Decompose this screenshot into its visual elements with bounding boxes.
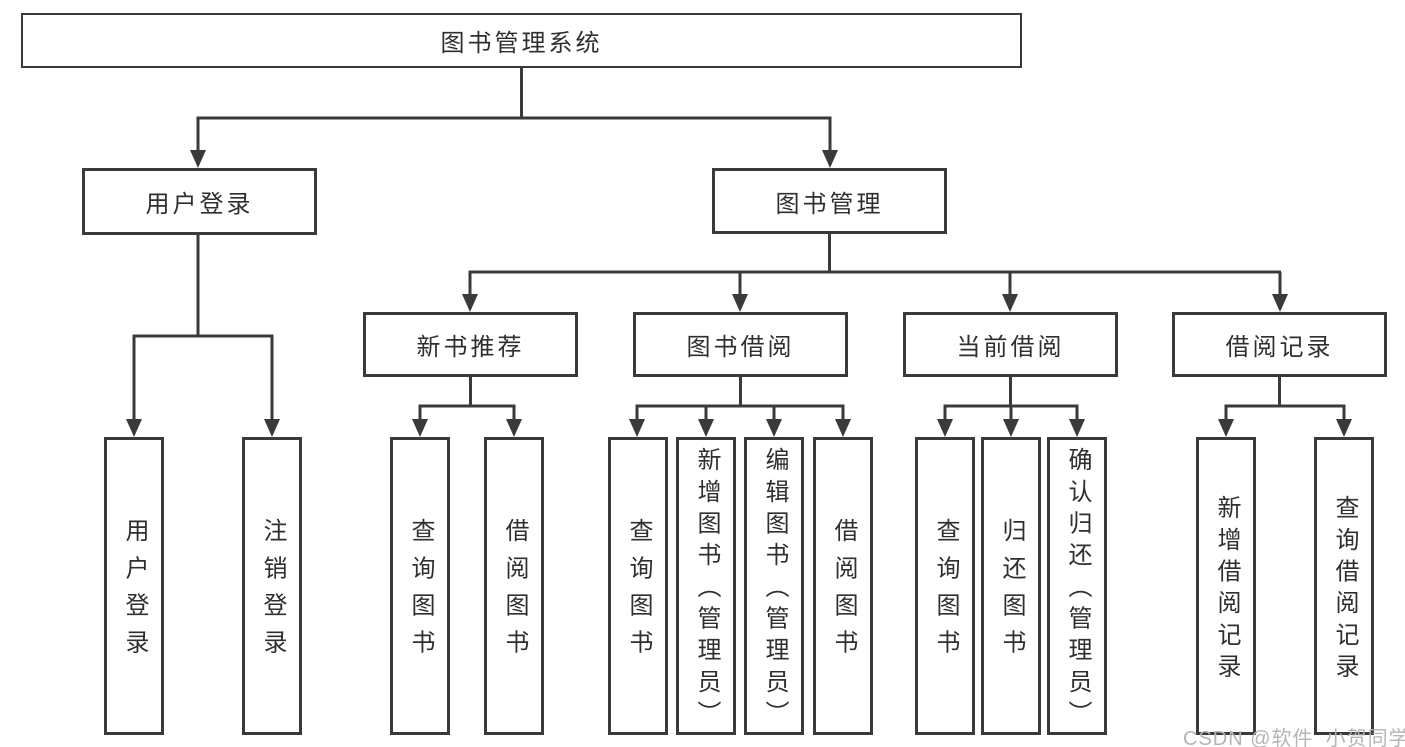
leaf-br-query-record: 查询借阅记录 [1314,437,1374,735]
node-root-label: 图书管理系统 [440,30,603,57]
leaf-bb-edit-book: 编辑图书（管理员） [744,437,804,735]
leaf-bb-borrow-book: 借阅图书 [813,437,873,735]
node-user-login-label: 用户登录 [145,191,254,218]
leaf-cb-query-book-label: 查询图书 [932,518,959,667]
leaf-cb-query-book: 查询图书 [915,437,975,735]
leaf-bb-query-book: 查询图书 [608,437,668,735]
node-current-borrow-label: 当前借阅 [956,334,1065,361]
node-new-book-rec: 新书推荐 [363,312,578,377]
leaf-bb-edit-book-label: 编辑图书（管理员） [761,447,788,733]
leaf-nbr-borrow-book-label: 借阅图书 [501,518,528,667]
node-root: 图书管理系统 [21,13,1022,68]
node-current-borrow: 当前借阅 [903,312,1118,377]
leaf-logout: 注销登录 [242,437,302,735]
leaf-nbr-query-book-label: 查询图书 [407,518,434,667]
leaf-bb-add-book-label: 新增图书（管理员） [693,447,720,733]
leaf-cb-return-book: 归还图书 [981,437,1041,735]
leaf-cb-confirm-return: 确认归还（管理员） [1047,437,1107,735]
leaf-br-add-record: 新增借阅记录 [1196,437,1256,735]
leaf-user-login: 用户登录 [104,437,164,735]
node-book-mgmt-label: 图书管理 [775,190,884,218]
node-book-borrow-label: 图书借阅 [686,334,795,361]
leaf-bb-query-book-label: 查询图书 [625,518,652,667]
leaf-user-login-label: 用户登录 [121,518,148,667]
leaf-cb-confirm-return-label: 确认归还（管理员） [1064,447,1091,733]
leaf-cb-return-book-label: 归还图书 [998,518,1025,667]
leaf-br-add-record-label: 新增借阅记录 [1213,494,1240,685]
csdn-watermark: CSDN @软件_小贺同学 [1183,728,1405,747]
node-borrow-record: 借阅记录 [1172,312,1387,377]
node-book-borrow: 图书借阅 [633,312,848,377]
leaf-nbr-borrow-book: 借阅图书 [484,437,544,735]
node-new-book-rec-label: 新书推荐 [416,334,525,361]
leaf-bb-borrow-book-label: 借阅图书 [830,518,857,667]
leaf-br-query-record-label: 查询借阅记录 [1331,494,1358,685]
leaf-bb-add-book: 新增图书（管理员） [676,437,736,735]
leaf-logout-label: 注销登录 [259,518,286,667]
node-borrow-record-label: 借阅记录 [1225,334,1334,361]
node-user-login: 用户登录 [82,168,317,235]
node-book-mgmt: 图书管理 [712,168,947,234]
leaf-nbr-query-book: 查询图书 [390,437,450,735]
